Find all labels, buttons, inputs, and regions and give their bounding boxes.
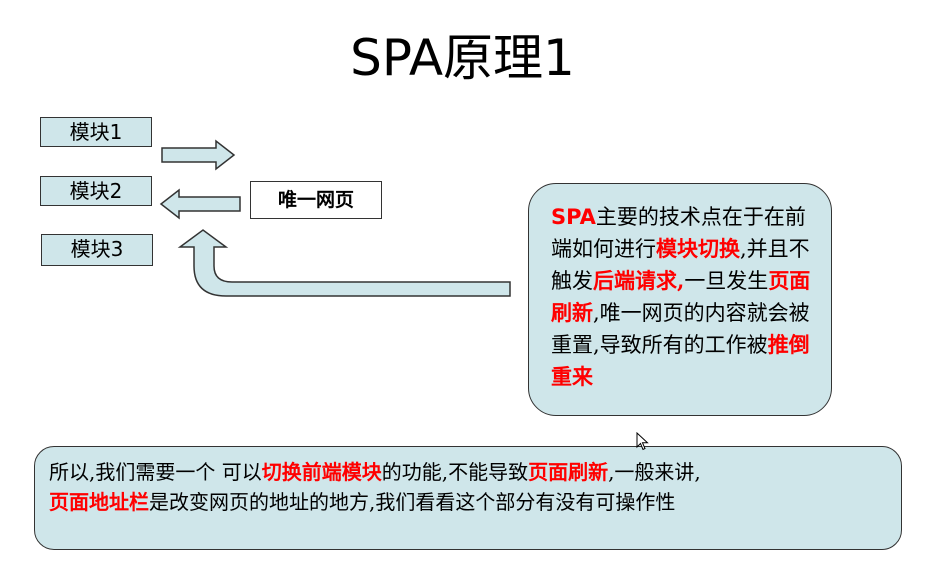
callout-highlight-module-switch: 模块切换	[656, 236, 740, 261]
bottom-highlight-page-refresh: 页面刷新	[528, 460, 609, 484]
module-3-box: 模块3	[41, 234, 153, 266]
arrow-right-icon	[161, 139, 236, 171]
unique-page-box: 唯一网页	[250, 181, 382, 219]
bottom-text-4: 是改变网页的地址的地方,我们看看这个部分有没有可操作性	[149, 490, 676, 514]
callout-text-1: 主要的技术点在于在前端如何进行	[551, 205, 806, 261]
module-2-box: 模块2	[40, 176, 152, 206]
callout-highlight-backend-request: 后端请求,	[593, 268, 685, 293]
bottom-highlight-address-bar: 页面地址栏	[49, 490, 149, 514]
bottom-highlight-switch-modules: 切换前端模块	[261, 460, 382, 484]
callout-highlight-page-refresh: 页面刷新	[551, 268, 811, 325]
callout-text-3: 一旦发生	[684, 269, 769, 293]
curved-arrow-icon	[177, 229, 511, 297]
callout-text-4: ,唯一网页的内容就会被重置,导致所有的工作被	[551, 301, 810, 357]
callout-highlight-restart: 推倒重来	[551, 332, 810, 389]
callout-text-spa: SPA	[551, 205, 596, 229]
bottom-text-3: ,一般来讲,	[608, 460, 701, 484]
module-1-box: 模块1	[40, 117, 152, 147]
conclusion-box: 所以,我们需要一个 可以切换前端模块的功能,不能导致页面刷新,一般来讲, 页面地址…	[34, 446, 902, 550]
mouse-pointer-icon	[636, 432, 649, 451]
spa-explanation-callout: SPA主要的技术点在于在前端如何进行模块切换,并且不触发后端请求,一旦发生页面刷…	[528, 183, 832, 416]
bottom-text-2: 的功能,不能导致	[381, 460, 529, 484]
callout-text-2: ,并且不触发	[551, 237, 810, 293]
arrow-left-icon	[159, 188, 241, 220]
slide-title: SPA原理1	[350, 29, 575, 87]
bottom-text-1: 所以,我们需要一个 可以	[49, 460, 262, 484]
